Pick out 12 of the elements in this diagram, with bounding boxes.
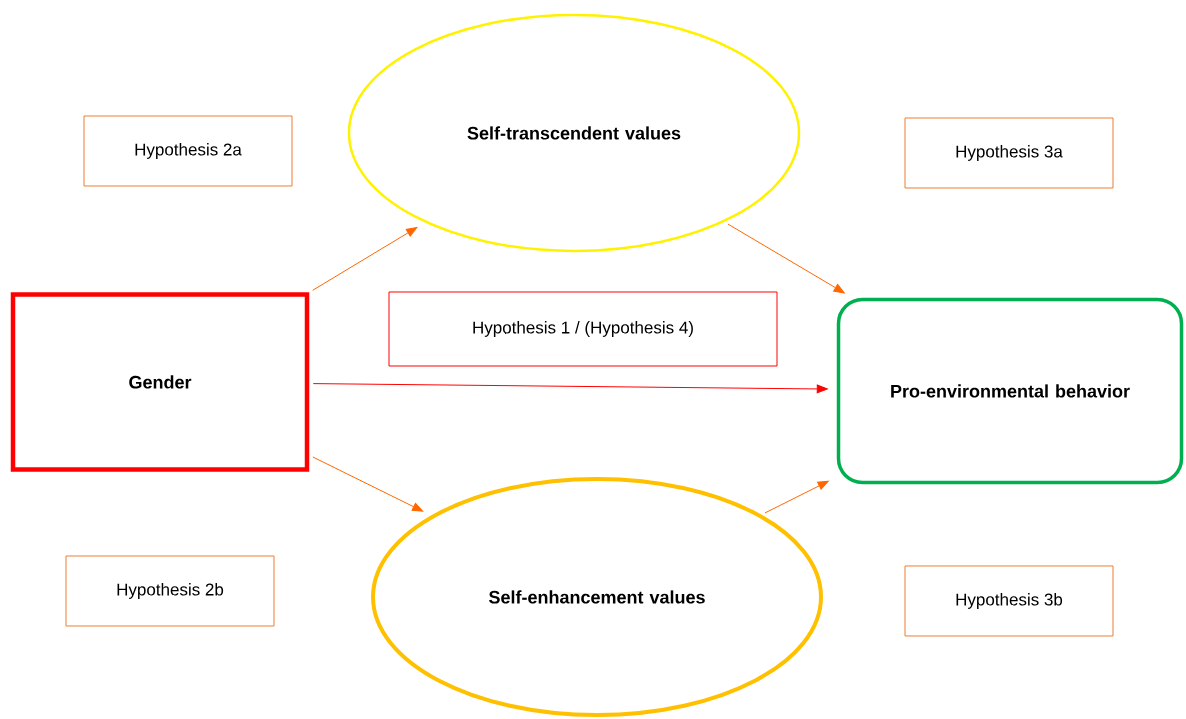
- arrow: [764, 480, 829, 514]
- hypothesis-box: Hypothesis 2a: [83, 115, 293, 187]
- hypothesis-box: Hypothesis 1 / (Hypothesis 4): [388, 291, 778, 367]
- outcome-box: Pro-environmental behavior: [836, 297, 1184, 485]
- arrow: [312, 383, 828, 394]
- hypothesis-box: Hypothesis 3b: [904, 565, 1114, 637]
- arrow: [312, 227, 418, 291]
- hypothesis-box: Hypothesis 2b: [65, 555, 275, 627]
- arrow: [312, 456, 424, 512]
- arrow: [727, 223, 845, 294]
- hypothesis-box: Hypothesis 3a: [904, 117, 1114, 189]
- gender-box: Gender: [10, 292, 310, 472]
